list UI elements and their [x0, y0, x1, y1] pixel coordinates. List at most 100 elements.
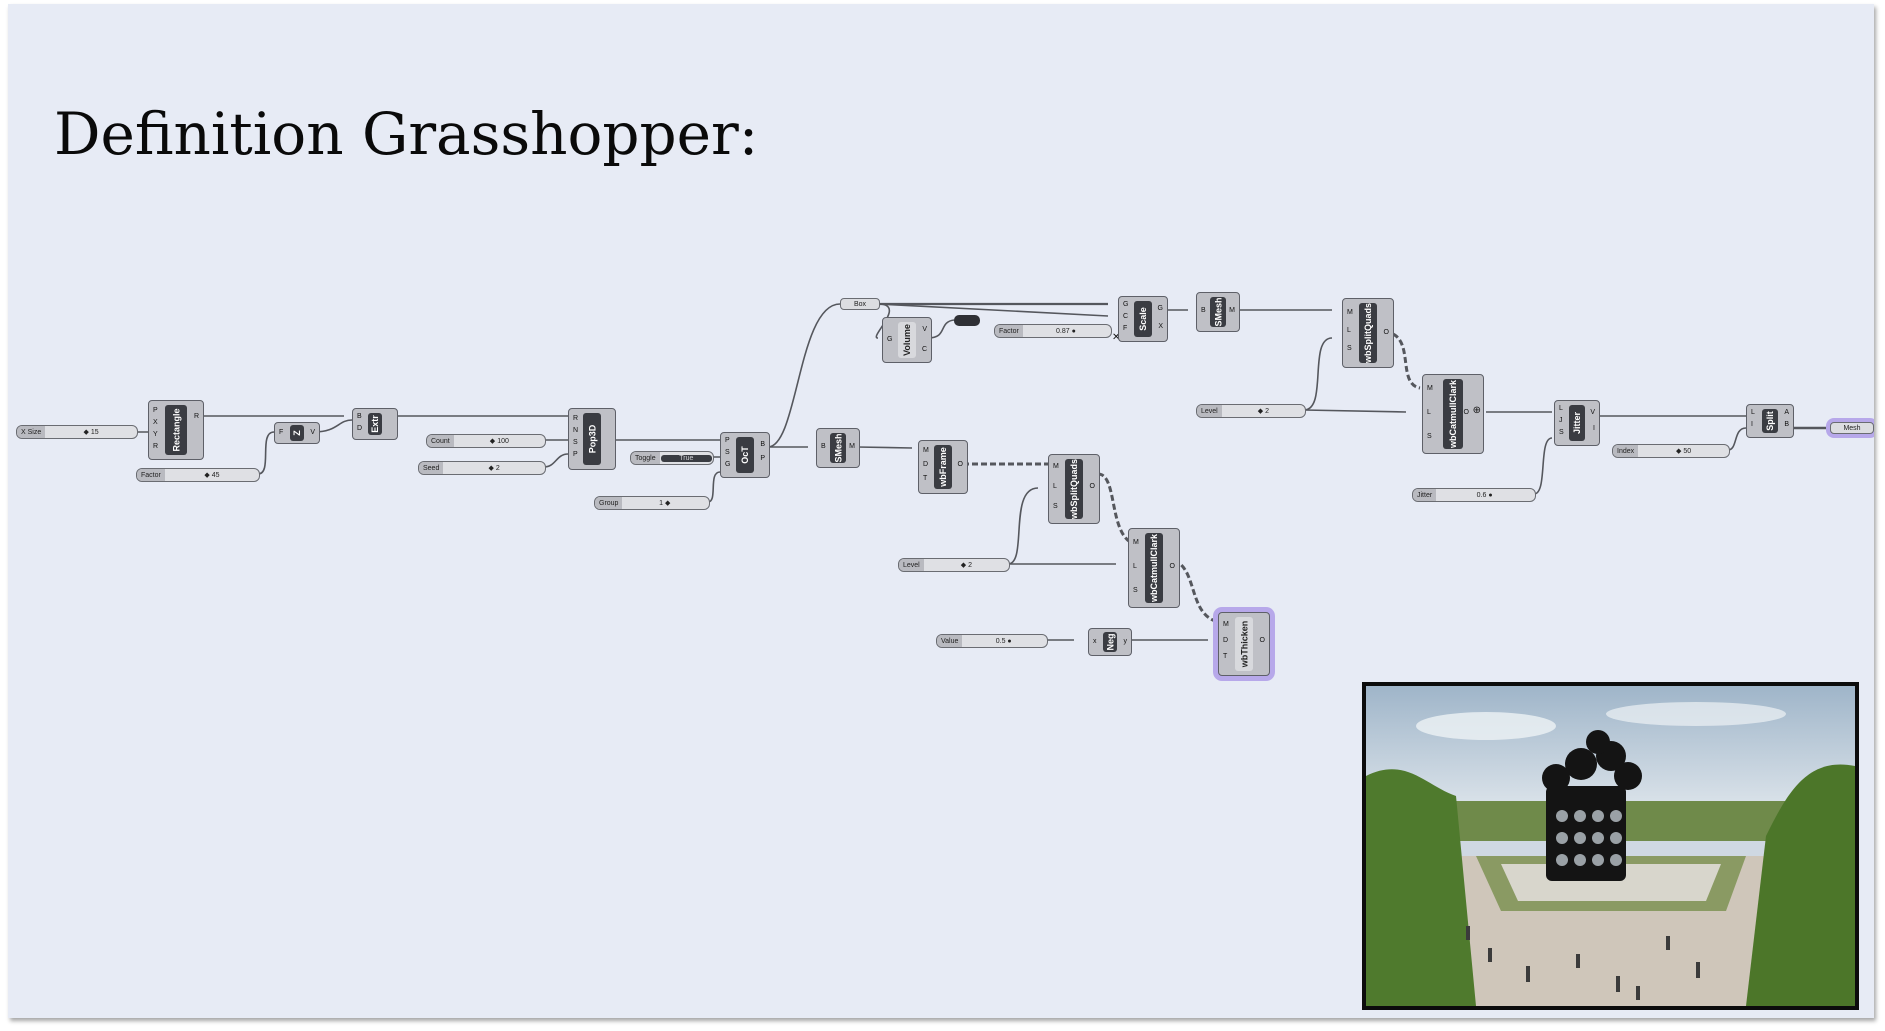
boolean-toggle[interactable]: Toggle True	[630, 451, 714, 465]
oct-component[interactable]: OcT P S G B P	[720, 432, 770, 478]
port-l[interactable]: L	[1053, 483, 1057, 490]
port-d[interactable]: D	[357, 425, 363, 432]
port-s[interactable]: S	[1427, 433, 1432, 440]
port-s[interactable]: S	[1347, 345, 1352, 352]
pop3d-component[interactable]: Pop3D R N S P	[568, 408, 616, 470]
port-l[interactable]: L	[1427, 409, 1431, 416]
port-p[interactable]: P	[573, 451, 578, 458]
count-slider[interactable]: Count ◆100	[426, 434, 546, 448]
port-p-out[interactable]: P	[760, 455, 765, 462]
add-output-icon[interactable]: ⊕	[1472, 405, 1481, 416]
port-b-out[interactable]: B	[760, 441, 765, 448]
factor-slider-2[interactable]: Factor 0.87 ●	[994, 324, 1112, 338]
level-slider-1[interactable]: Level ◆2	[1196, 404, 1306, 418]
port-m[interactable]: M	[1427, 385, 1433, 392]
port-g[interactable]: G	[1123, 301, 1129, 308]
port-p[interactable]: P	[725, 437, 730, 444]
rectangle-component[interactable]: Rectangle P X Y R R	[148, 400, 204, 460]
port-t[interactable]: T	[923, 475, 928, 482]
port-o[interactable]: O	[1169, 563, 1175, 570]
volume-component[interactable]: Volume G V C	[882, 317, 932, 363]
scale-component[interactable]: Scale G C F G X	[1118, 296, 1168, 342]
group-slider[interactable]: Group 1 ◆	[594, 496, 710, 510]
port-b[interactable]: B	[821, 443, 826, 450]
port-m[interactable]: M	[1133, 539, 1139, 546]
port-l[interactable]: L	[1133, 563, 1137, 570]
port-o[interactable]: O	[957, 461, 963, 468]
port-b[interactable]: B	[357, 413, 362, 420]
port-n[interactable]: N	[573, 427, 579, 434]
seed-slider[interactable]: Seed ◆2	[418, 461, 546, 475]
port-x-out[interactable]: X	[1158, 323, 1163, 330]
port-c[interactable]: C	[1123, 313, 1129, 320]
port-m[interactable]: M	[1229, 307, 1235, 314]
port-v[interactable]: V	[1590, 409, 1595, 416]
port-f[interactable]: F	[1123, 325, 1128, 332]
port-v[interactable]: V	[922, 326, 927, 333]
z-component[interactable]: Z F V	[274, 422, 320, 444]
port-c[interactable]: C	[921, 346, 927, 353]
wbcatmullclark-component-2[interactable]: wbCatmullClark M L S O	[1128, 528, 1180, 608]
port-t[interactable]: T	[1223, 653, 1228, 660]
port-s[interactable]: S	[725, 449, 730, 456]
port-s[interactable]: S	[1053, 503, 1058, 510]
port-r-out[interactable]: R	[193, 413, 199, 420]
port-i[interactable]: I	[1751, 421, 1753, 428]
port-y[interactable]: y	[1123, 638, 1128, 645]
port-b[interactable]: B	[1201, 307, 1206, 314]
port-b[interactable]: B	[1784, 421, 1789, 428]
port-l[interactable]: L	[1347, 327, 1351, 334]
wbsplitquads-component-1[interactable]: wbSplitQuads M L S O	[1342, 298, 1394, 368]
port-i[interactable]: I	[1593, 425, 1595, 432]
port-f[interactable]: F	[279, 429, 284, 436]
port-s[interactable]: S	[1133, 587, 1138, 594]
port-v[interactable]: V	[310, 429, 315, 436]
port-m[interactable]: M	[1347, 309, 1353, 316]
port-s[interactable]: S	[1559, 429, 1564, 436]
wbframe-component[interactable]: wbFrame M D T O	[918, 440, 968, 494]
port-r[interactable]: R	[153, 443, 159, 450]
jitter-label: Jitter	[1413, 489, 1437, 501]
negative-component[interactable]: Neg x y	[1088, 628, 1132, 656]
port-m[interactable]: M	[923, 447, 929, 454]
box-param[interactable]: Box	[840, 298, 880, 310]
jitter-slider[interactable]: Jitter 0.6 ●	[1412, 488, 1536, 502]
port-d[interactable]: D	[923, 461, 929, 468]
level-slider-2[interactable]: Level ◆2	[898, 558, 1010, 572]
port-g-out[interactable]: G	[1157, 305, 1163, 312]
port-g[interactable]: G	[725, 461, 731, 468]
port-m[interactable]: M	[1223, 621, 1229, 628]
port-o[interactable]: O	[1089, 483, 1095, 490]
x-size-slider[interactable]: X Size ◆15	[16, 425, 138, 439]
split-list-component[interactable]: Split L I A B	[1746, 404, 1794, 438]
port-s[interactable]: S	[573, 439, 578, 446]
factor-label: Factor	[137, 469, 165, 481]
port-g[interactable]: G	[887, 336, 893, 343]
smesh-component-2[interactable]: SMesh B M	[1196, 292, 1240, 332]
port-r[interactable]: R	[573, 415, 579, 422]
mesh-param[interactable]: Mesh	[1830, 422, 1874, 434]
factor-slider-1[interactable]: Factor ◆45	[136, 468, 260, 482]
port-l[interactable]: L	[1559, 405, 1563, 412]
value-slider[interactable]: Value 0.5 ●	[936, 634, 1048, 648]
wbthicken-component[interactable]: wbThicken M D T O	[1218, 612, 1270, 676]
port-o[interactable]: O	[1463, 409, 1469, 416]
port-d[interactable]: D	[1223, 637, 1229, 644]
wbcatmullclark-component-1[interactable]: wbCatmullClark M L S O ⊕	[1422, 374, 1484, 454]
port-m[interactable]: M	[1053, 463, 1059, 470]
port-j[interactable]: J	[1559, 417, 1563, 424]
port-l[interactable]: L	[1751, 409, 1755, 416]
port-x[interactable]: x	[1093, 638, 1097, 645]
extrude-component[interactable]: Extr B D	[352, 408, 398, 440]
jitter-component[interactable]: Jitter L J S V I	[1554, 400, 1600, 446]
port-m[interactable]: M	[849, 443, 855, 450]
index-slider[interactable]: Index ◆50	[1612, 444, 1730, 458]
port-o[interactable]: O	[1383, 329, 1389, 336]
smesh-component-1[interactable]: SMesh B M	[816, 428, 860, 468]
wbsplitquads-component-2[interactable]: wbSplitQuads M L S O	[1048, 454, 1100, 524]
port-y[interactable]: Y	[153, 431, 158, 438]
port-o[interactable]: O	[1259, 637, 1265, 644]
port-x[interactable]: X	[153, 419, 158, 426]
port-p[interactable]: P	[153, 407, 158, 414]
port-a[interactable]: A	[1784, 409, 1789, 416]
